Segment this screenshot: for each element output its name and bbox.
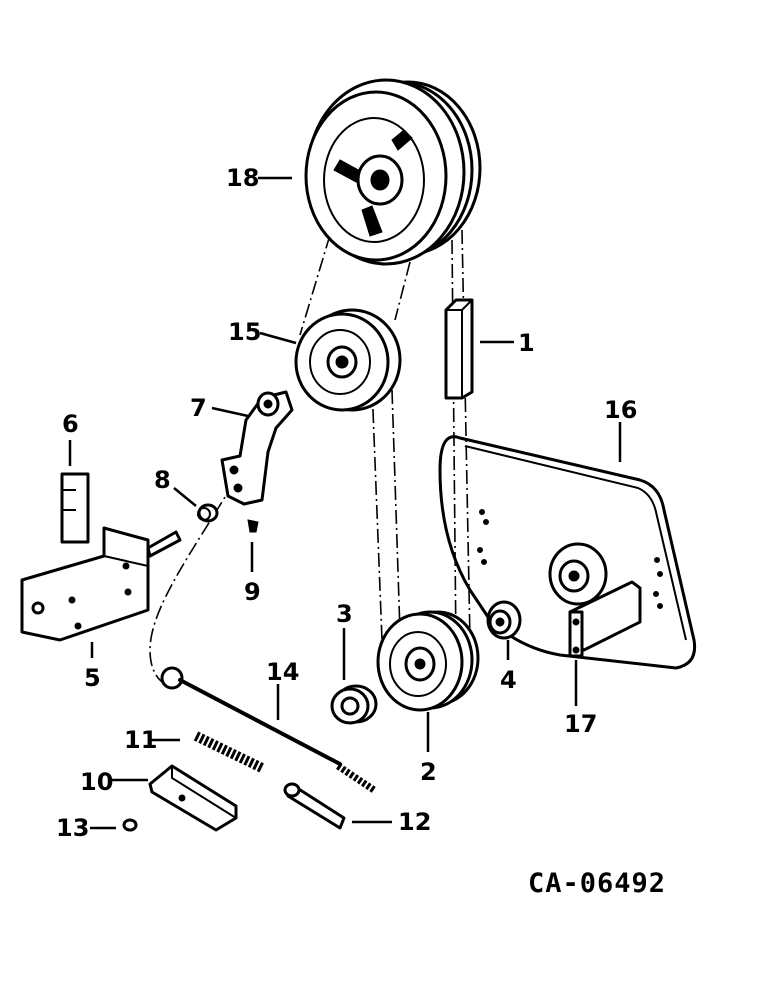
idler-pulley xyxy=(294,308,402,412)
label-12: 12 xyxy=(398,808,431,836)
small-nut xyxy=(122,818,138,832)
label-8: 8 xyxy=(154,466,171,494)
label-2: 2 xyxy=(420,758,437,786)
label-17: 17 xyxy=(564,710,597,738)
driven-pulley xyxy=(548,542,608,606)
bracket-17 xyxy=(568,580,642,658)
plate xyxy=(60,472,90,544)
label-6: 6 xyxy=(62,410,79,438)
label-15: 15 xyxy=(228,318,261,346)
label-3: 3 xyxy=(336,600,353,628)
mount-bracket xyxy=(20,526,182,642)
nut xyxy=(247,519,259,533)
drawing-code: CA-06492 xyxy=(528,868,666,899)
channel-bracket xyxy=(148,764,238,832)
pulley-large xyxy=(304,78,482,266)
label-13: 13 xyxy=(56,814,89,842)
label-10: 10 xyxy=(80,768,113,796)
rod xyxy=(160,666,376,793)
leader-lines xyxy=(68,176,622,830)
label-11: 11 xyxy=(124,726,157,754)
label-14: 14 xyxy=(266,658,299,686)
pulley-lower xyxy=(376,610,480,712)
spring xyxy=(193,731,265,773)
label-1: 1 xyxy=(518,329,535,357)
small-pulley xyxy=(486,600,522,640)
label-7: 7 xyxy=(190,394,207,422)
label-9: 9 xyxy=(244,578,261,606)
pin xyxy=(283,782,346,830)
bar xyxy=(444,298,474,400)
washer xyxy=(197,503,219,523)
drive-belt xyxy=(438,435,697,670)
bushing xyxy=(330,684,378,725)
label-5: 5 xyxy=(84,664,101,692)
label-16: 16 xyxy=(604,396,637,424)
belt-holes xyxy=(477,509,663,609)
label-18: 18 xyxy=(226,164,259,192)
idler-arm xyxy=(220,390,294,506)
label-4: 4 xyxy=(500,666,517,694)
